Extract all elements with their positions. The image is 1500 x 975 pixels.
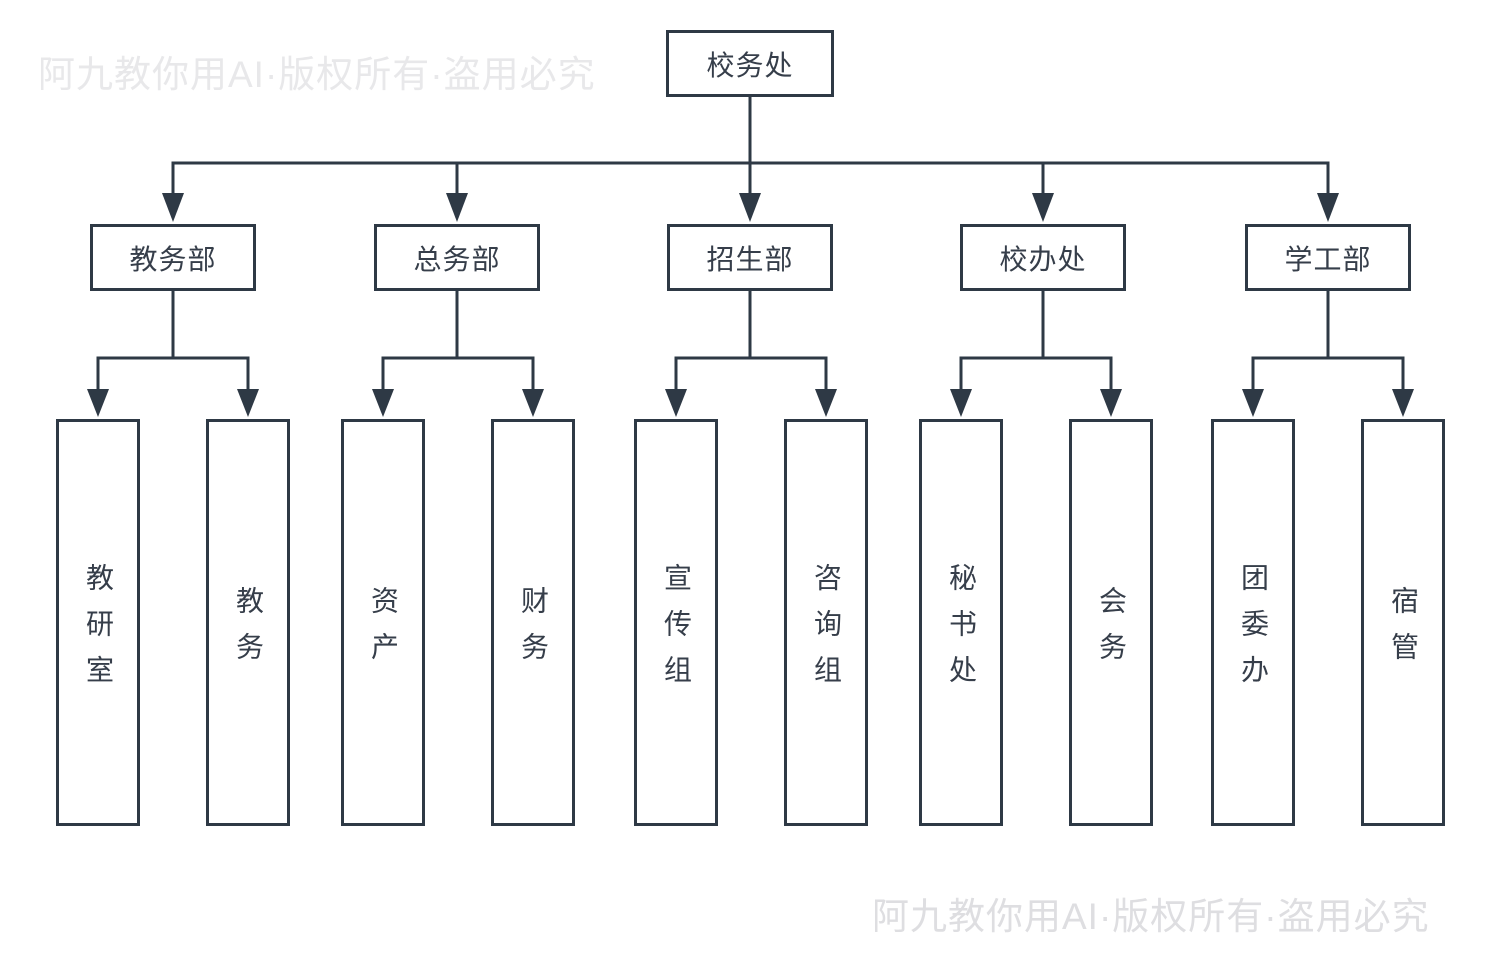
dept-node-0: 教务部 (90, 224, 256, 291)
sub-node-3-0: 秘书处 (919, 419, 1003, 826)
sub-node-1-0: 资产 (341, 419, 425, 826)
dept-node-2-label: 招生部 (706, 243, 794, 275)
sub-node-4-0: 团委办 (1211, 419, 1295, 826)
sub-node-1-1: 财务 (491, 419, 575, 826)
dept-node-3-label: 校办处 (999, 243, 1087, 275)
sub-node-0-0-label: 教研室 (83, 562, 114, 701)
root-node: 校务处 (666, 30, 834, 97)
dept-node-4-label: 学工部 (1284, 243, 1372, 275)
dept-node-0-label: 教务部 (129, 243, 217, 275)
connector-dept-4-to-children (1242, 291, 1414, 417)
sub-node-2-0-label: 宣传组 (661, 562, 692, 701)
sub-node-3-1-label: 会务 (1096, 585, 1127, 678)
sub-node-4-0-label: 团委办 (1238, 562, 1269, 701)
sub-node-4-1: 宿管 (1361, 419, 1445, 826)
connector-root-to-departments (162, 97, 1339, 222)
sub-node-4-1-label: 宿管 (1388, 585, 1419, 678)
sub-node-2-1-label: 咨询组 (811, 562, 842, 701)
connector-dept-3-to-children (950, 291, 1122, 417)
root-node-label: 校务处 (706, 49, 794, 81)
connector-dept-1-to-children (372, 291, 544, 417)
sub-node-3-0-label: 秘书处 (946, 562, 977, 701)
sub-node-3-1: 会务 (1069, 419, 1153, 826)
dept-node-2: 招生部 (667, 224, 833, 291)
dept-node-4: 学工部 (1245, 224, 1411, 291)
connector-dept-2-to-children (665, 291, 837, 417)
dept-node-3: 校办处 (960, 224, 1126, 291)
sub-node-0-1: 教务 (206, 419, 290, 826)
dept-node-1: 总务部 (374, 224, 540, 291)
sub-node-0-0: 教研室 (56, 419, 140, 826)
sub-node-1-0-label: 资产 (368, 585, 399, 678)
sub-node-1-1-label: 财务 (518, 585, 549, 678)
dept-node-1-label: 总务部 (413, 243, 501, 275)
connector-dept-0-to-children (87, 291, 259, 417)
sub-node-0-1-label: 教务 (233, 585, 264, 678)
sub-node-2-1: 咨询组 (784, 419, 868, 826)
sub-node-2-0: 宣传组 (634, 419, 718, 826)
